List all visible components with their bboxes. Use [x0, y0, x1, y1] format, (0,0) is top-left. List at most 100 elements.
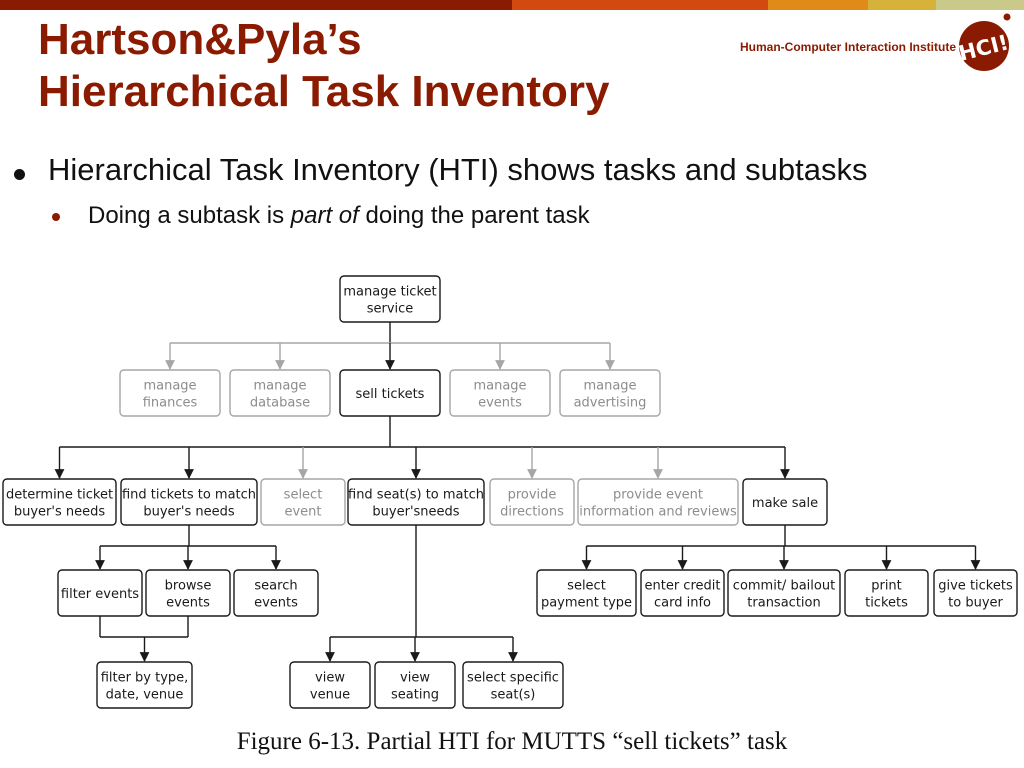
- task-node-give-tickets-to-buyer: give tickets to buyer: [933, 569, 1018, 617]
- task-label: browse: [165, 579, 212, 594]
- task-label: select specific: [467, 671, 559, 686]
- task-node-select-event: select event: [260, 478, 346, 526]
- task-label: buyer's needs: [143, 505, 234, 520]
- task-label: events: [254, 596, 298, 611]
- bullet-level2-emphasis: part of: [290, 202, 359, 229]
- diagram-connectors: [54, 322, 981, 662]
- task-box-search-events: [233, 569, 319, 617]
- slide-title: Hartson&Pyla’s Hierarchical Task Invento…: [38, 14, 609, 118]
- task-label: card info: [654, 596, 711, 611]
- task-box-manage-finances: [119, 369, 221, 417]
- task-node-find-tickets-to-match: find tickets to match buyer's needs: [120, 478, 258, 526]
- task-label: database: [250, 396, 310, 411]
- top-bar-segment-1: [0, 0, 512, 10]
- top-bar-segment-2: [512, 0, 768, 10]
- task-label: seating: [391, 688, 439, 703]
- task-box-provide-event-information: [577, 478, 739, 526]
- task-label: provide event: [613, 488, 703, 503]
- task-label: information and reviews: [579, 505, 737, 520]
- task-label: determine ticket: [6, 488, 113, 503]
- task-label: seat(s): [491, 688, 536, 703]
- task-label: buyer'sneeds: [372, 505, 459, 520]
- logo-dot: [1003, 13, 1011, 21]
- task-node-manage-events: manage events: [449, 369, 551, 417]
- task-label: view: [400, 671, 430, 686]
- task-label: make sale: [752, 496, 818, 511]
- task-label: print: [871, 579, 902, 594]
- bullet-level2-before: Doing a subtask is: [88, 202, 291, 229]
- bullet-dot-level1: [14, 169, 25, 180]
- figure-caption: Figure 6-13. Partial HTI for MUTTS “sell…: [236, 728, 788, 755]
- task-box-commit-bailout-transaction: [727, 569, 841, 617]
- task-box-determine-ticket-buyers-needs: [2, 478, 117, 526]
- task-node-manage-finances: manage finances: [119, 369, 221, 417]
- top-bar-segment-5: [936, 0, 1024, 10]
- task-box-manage-events: [449, 369, 551, 417]
- top-color-bar: [0, 0, 1024, 10]
- task-label: advertising: [574, 396, 647, 411]
- diagram-nodes: manage ticketservicemanagefinancesmanage…: [2, 275, 1018, 709]
- task-box-find-seats-to-match: [347, 478, 485, 526]
- task-label: event: [284, 505, 321, 520]
- task-label: view: [315, 671, 345, 686]
- task-node-filter-events: filter events: [57, 569, 143, 617]
- institute-name: Human-Computer Interaction Institute: [740, 40, 957, 54]
- task-box-enter-credit-card-info: [640, 569, 725, 617]
- task-label: filter by type,: [101, 671, 189, 686]
- task-node-filter-by-type-date-venue: filter by type, date, venue: [96, 661, 193, 709]
- task-label: events: [166, 596, 210, 611]
- top-bar-segment-4: [868, 0, 936, 10]
- task-box-manage-ticket-service: [339, 275, 441, 323]
- task-box-sell-tickets: [339, 369, 441, 417]
- task-node-sell-tickets: sell tickets: [339, 369, 441, 417]
- bullet-level2-after: doing the parent task: [358, 202, 590, 229]
- task-box-view-venue: [289, 661, 371, 709]
- task-label: events: [478, 396, 522, 411]
- task-label: finances: [143, 396, 198, 411]
- task-label: date, venue: [106, 688, 184, 703]
- task-node-browse-events: browse events: [145, 569, 231, 617]
- task-node-manage-ticket-service: manage ticket service: [339, 275, 441, 323]
- task-box-browse-events: [145, 569, 231, 617]
- task-box-select-specific-seats: [462, 661, 564, 709]
- task-label: find tickets to match: [122, 488, 256, 503]
- task-node-view-venue: view venue: [289, 661, 371, 709]
- task-label: search: [254, 579, 297, 594]
- task-label: to buyer: [948, 596, 1003, 611]
- task-node-determine-ticket-buyers-needs: determine ticket buyer's needs: [2, 478, 117, 526]
- task-box-find-tickets-to-match: [120, 478, 258, 526]
- task-box-filter-by-type-date-venue: [96, 661, 193, 709]
- bullet-dot-level2: [52, 213, 60, 221]
- task-node-provide-event-information: provide event information and reviews: [577, 478, 739, 526]
- task-label: manage ticket: [343, 285, 436, 300]
- task-label: select: [284, 488, 323, 503]
- task-label: buyer's needs: [14, 505, 105, 520]
- hci-logo-icon: HCI!: [956, 13, 1011, 71]
- task-label: give tickets: [938, 579, 1013, 594]
- task-label: venue: [310, 688, 350, 703]
- task-box-filter-events: [57, 569, 143, 617]
- task-label: manage: [473, 379, 526, 394]
- title-line-1: Hartson&Pyla’s: [38, 15, 362, 64]
- task-label: service: [367, 302, 414, 317]
- task-box-provide-directions: [489, 478, 575, 526]
- title-line-2: Hierarchical Task Inventory: [38, 67, 610, 116]
- task-box-make-sale: [742, 478, 828, 526]
- task-label: commit/ bailout: [733, 579, 835, 594]
- task-box-give-tickets-to-buyer: [933, 569, 1018, 617]
- task-box-print-tickets: [844, 569, 929, 617]
- task-node-view-seating: view seating: [374, 661, 456, 709]
- task-label: filter events: [61, 587, 139, 602]
- task-box-select-event: [260, 478, 346, 526]
- task-label: payment type: [541, 596, 632, 611]
- task-label: sell tickets: [356, 387, 425, 402]
- logo-circle: [959, 21, 1009, 71]
- task-label: manage: [143, 379, 196, 394]
